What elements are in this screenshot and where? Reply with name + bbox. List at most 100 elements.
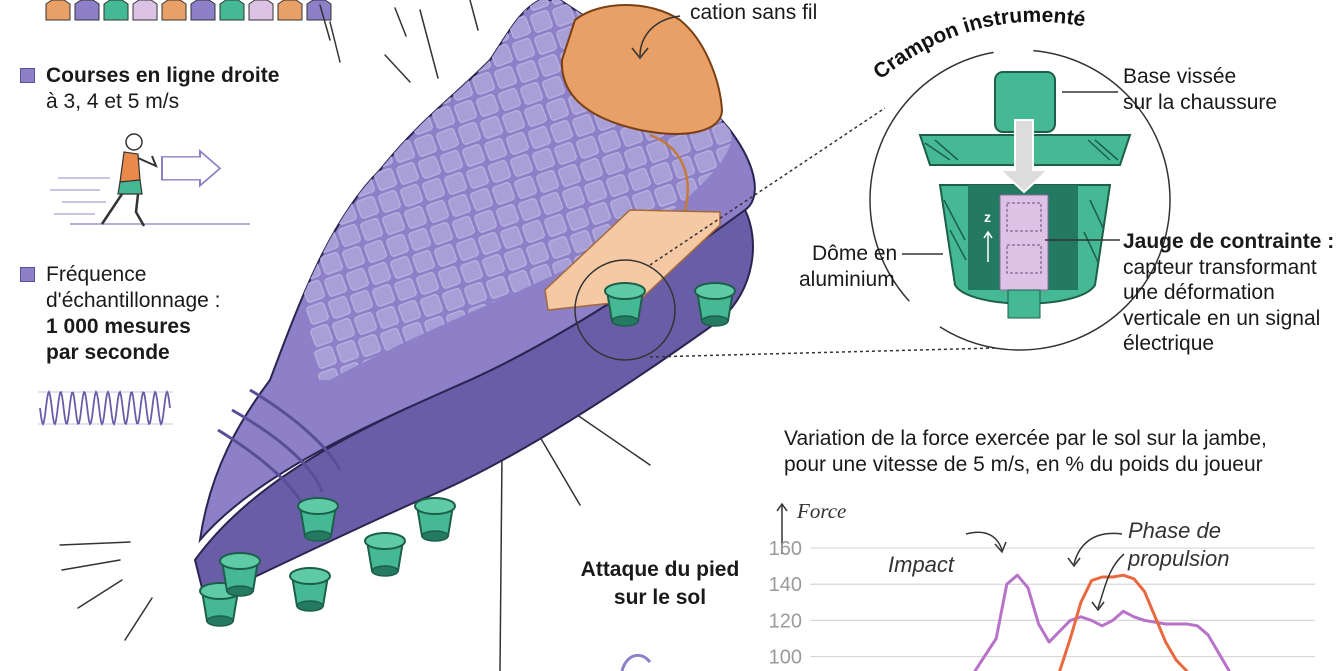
upper-texture-cell xyxy=(526,241,549,265)
annotation-propulsion-line2: propulsion xyxy=(1127,546,1230,571)
upper-texture-cell xyxy=(488,159,511,183)
upper-texture-cell xyxy=(424,61,447,85)
upper-texture-cell xyxy=(654,183,677,207)
upper-texture-cell xyxy=(394,277,417,301)
upper-texture-cell xyxy=(372,283,395,307)
upper-texture-cell xyxy=(462,143,485,167)
bullet-square xyxy=(20,68,35,83)
upper-texture-cell xyxy=(602,151,625,175)
upper-texture-cell xyxy=(284,53,307,77)
upper-texture-cell xyxy=(646,139,669,163)
upper-texture-cell xyxy=(762,270,785,293)
upper-texture-cell xyxy=(482,253,505,277)
item-detail-speeds: à 3, 4 et 5 m/s xyxy=(46,90,180,113)
upper-texture-cell xyxy=(386,233,409,257)
upper-texture-cell xyxy=(764,154,787,177)
upper-texture-cell xyxy=(478,0,501,1)
upper-texture-cell xyxy=(456,237,479,261)
upper-texture-cell xyxy=(282,169,305,193)
upper-texture-cell xyxy=(480,115,503,139)
upper-texture-cell xyxy=(524,103,547,127)
y-tick-label: 140 xyxy=(769,574,802,596)
upper-texture-cell xyxy=(292,97,315,121)
jersey-icon xyxy=(74,0,100,21)
upper-texture-cell xyxy=(346,13,369,37)
upper-texture-cell xyxy=(306,47,329,71)
upper-texture-cell xyxy=(406,89,429,113)
upper-texture-cell xyxy=(270,81,289,105)
upper-texture-cell xyxy=(550,119,573,143)
upper-texture-cell xyxy=(484,137,507,161)
upper-texture-cell xyxy=(566,207,589,231)
z-axis-label: z xyxy=(984,209,991,225)
upper-texture-cell xyxy=(372,29,395,53)
upper-texture-cell xyxy=(340,107,363,131)
upper-texture-cell xyxy=(744,44,767,67)
stud-icon xyxy=(219,552,261,597)
upper-texture-cell xyxy=(756,110,779,133)
upper-texture-cell xyxy=(274,125,297,149)
upper-texture-cell xyxy=(332,317,355,341)
upper-texture-cell xyxy=(504,247,527,271)
upper-texture-cell xyxy=(464,281,487,305)
upper-texture-cell xyxy=(366,123,389,147)
upper-texture-cell xyxy=(358,333,381,357)
upper-texture-cell xyxy=(584,179,607,203)
upper-texture-cell xyxy=(454,99,477,123)
upper-texture-cell xyxy=(398,45,421,69)
upper-texture-cell xyxy=(318,113,341,137)
crampon-detail: Crampon instrumenté z xyxy=(869,4,1171,351)
upper-texture-cell xyxy=(332,63,355,87)
upper-texture-cell xyxy=(354,57,377,81)
upper-texture-cell xyxy=(552,3,575,27)
upper-texture-cell xyxy=(294,0,317,5)
upper-texture-cell xyxy=(414,133,437,157)
upper-texture-cell xyxy=(576,135,599,159)
upper-texture-cell xyxy=(650,161,673,185)
upper-texture-cell xyxy=(270,15,277,39)
upper-texture-cell xyxy=(460,5,483,29)
upper-texture-cell xyxy=(326,157,349,181)
jersey-icon xyxy=(306,0,332,21)
upper-texture-cell xyxy=(460,259,483,283)
upper-texture-cell xyxy=(628,167,651,191)
upper-texture-cell xyxy=(768,176,791,199)
upper-texture-cell xyxy=(522,219,545,243)
dome-label-line2: aluminium xyxy=(799,268,895,291)
upper-texture-cell xyxy=(276,9,299,33)
jersey-icon xyxy=(45,0,71,21)
upper-texture-cell xyxy=(308,185,331,209)
upper-texture-cell xyxy=(270,37,281,61)
base-label-line2: sur la chaussure xyxy=(1123,91,1278,114)
upper-texture-cell xyxy=(554,141,577,165)
upper-texture-cell xyxy=(338,223,361,247)
stud-icon xyxy=(289,567,331,612)
stud-icon xyxy=(414,497,456,542)
upper-texture-cell xyxy=(384,95,407,119)
jersey-icon xyxy=(161,0,187,21)
upper-texture-cell xyxy=(532,147,555,171)
upper-texture-cell xyxy=(356,195,379,219)
gauge-title: Jauge de contrainte : xyxy=(1123,230,1335,253)
upper-texture-cell xyxy=(304,163,327,187)
y-tick-label: 160 xyxy=(769,538,802,560)
upper-texture-cell xyxy=(390,255,413,279)
upper-texture-cell xyxy=(398,299,421,323)
upper-texture-cell xyxy=(270,0,273,17)
upper-texture-cell xyxy=(500,225,523,249)
upper-texture-cell xyxy=(368,7,391,31)
upper-texture-cell xyxy=(722,49,732,73)
upper-texture-cell xyxy=(694,149,717,173)
upper-texture-cell xyxy=(350,35,373,59)
upper-texture-cell xyxy=(344,129,367,153)
signal-wave-icon xyxy=(38,389,173,427)
upper-texture-cell xyxy=(730,93,732,117)
upper-texture-cell xyxy=(544,213,567,237)
upper-texture-cell xyxy=(598,129,621,153)
upper-texture-cell xyxy=(422,177,445,201)
annotation-propulsion-line1: Phase de xyxy=(1128,518,1221,543)
stud-icon xyxy=(364,532,406,577)
attack-label-line2: sur le sol xyxy=(613,586,707,609)
